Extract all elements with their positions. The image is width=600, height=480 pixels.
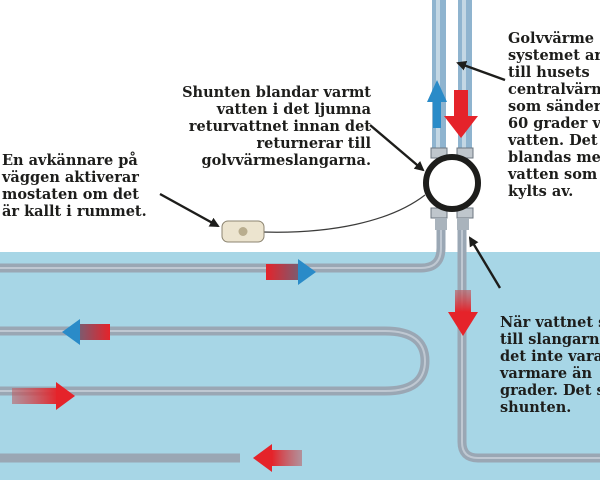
flow-arrow-1-tail — [266, 264, 298, 280]
flow-arrow-2-tail — [80, 324, 110, 340]
sensor-label: En avkännare på väggen aktiverar mostate… — [2, 152, 147, 220]
flow-arrow-5-tail — [455, 290, 471, 312]
flow-arrow-5-head — [448, 312, 478, 336]
return-callout-pointer — [468, 236, 502, 289]
shunt-valve — [423, 154, 481, 212]
system-callout-pointer — [456, 61, 506, 82]
flow-arrow-3-tail — [12, 388, 58, 404]
shunt-label: Shunten blandar varmt vatten i det ljumn… — [182, 84, 371, 169]
sensor-wire — [261, 194, 426, 233]
flow-arrow-4-tail — [272, 450, 302, 466]
return-riser-highlight — [462, 0, 466, 150]
sensor-dot — [238, 227, 248, 236]
flow-arrow-3-head — [56, 382, 75, 410]
return-water-label: När vattnet s till slangarna det inte va… — [500, 314, 600, 416]
flow-arrow-4-head — [253, 444, 272, 472]
flow-arrow-2-head — [62, 319, 80, 345]
shunt-outlet-right — [457, 218, 469, 230]
hot-supply-down-arrow — [444, 90, 478, 138]
shunt-outlet-left — [435, 218, 447, 230]
cold-return-up-arrow — [427, 80, 447, 128]
system-label: Golvvärme systemet ar till husets centra… — [508, 30, 600, 200]
sensor-callout-pointer — [159, 192, 220, 228]
shunt-callout-pointer — [369, 124, 425, 172]
floor-pipe-highlight — [0, 220, 600, 459]
supply-riser-highlight — [436, 0, 440, 150]
flow-arrow-1-head — [298, 259, 316, 285]
floor-area — [0, 252, 600, 480]
